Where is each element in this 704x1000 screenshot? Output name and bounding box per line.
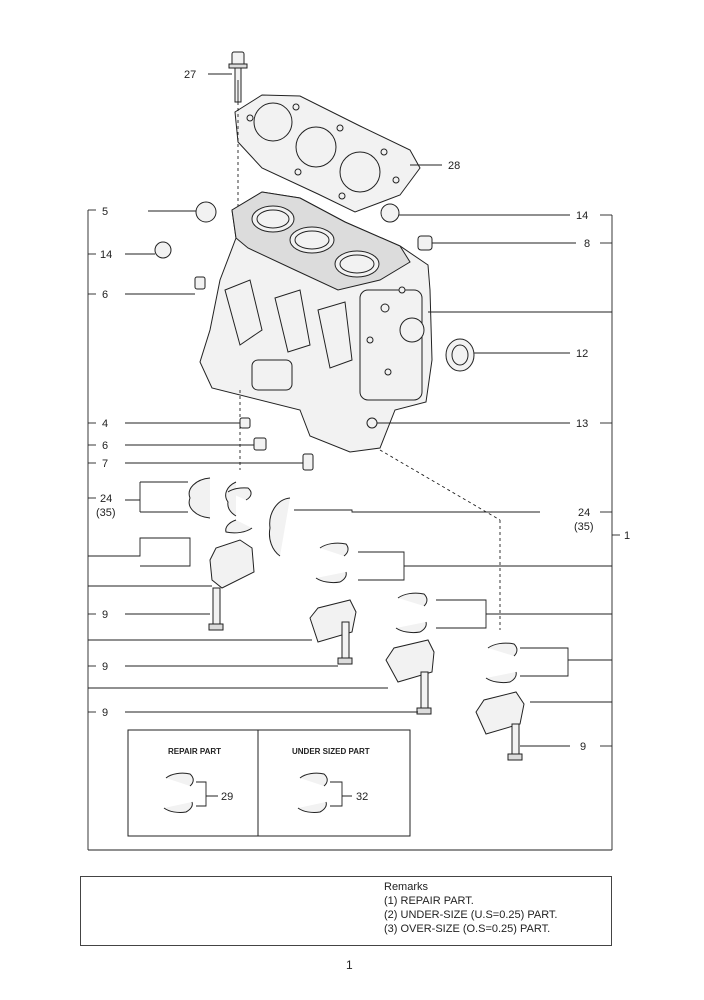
leader-24-left (125, 481, 188, 513)
bearing-shells-4 (485, 642, 518, 684)
callout-24-left: 24 (100, 493, 112, 505)
callout-1: 1 (624, 530, 630, 542)
plug-5 (195, 201, 217, 223)
thrust-washers-right (268, 497, 291, 557)
plug-4 (239, 417, 251, 429)
repair-part-title: REPAIR PART (168, 747, 221, 756)
bearing-shells-1 (225, 487, 253, 534)
thrust-washers-left (188, 477, 237, 519)
callout-28: 28 (448, 160, 460, 172)
callout-7: 7 (102, 458, 108, 470)
callout-14-right: 14 (576, 210, 588, 222)
plug-14-right (380, 203, 400, 223)
remarks-box: Remarks (1) REPAIR PART. (2) UNDER-SIZE … (80, 876, 612, 946)
callout-6-lower: 6 (102, 440, 108, 452)
bushing-12 (445, 338, 475, 372)
main-bearing-cap-4 (475, 691, 525, 761)
callout-9-c: 9 (102, 707, 108, 719)
bracket-29 (196, 781, 218, 807)
callout-35-left: (35) (96, 507, 116, 519)
remarks-title: Remarks (384, 881, 429, 893)
main-bearing-cap-2 (309, 599, 357, 665)
cylinder-block (199, 191, 433, 453)
stud-6-lower (253, 437, 267, 451)
parts-inset-box (127, 729, 411, 837)
bracket-shells-3 (436, 599, 612, 629)
head-bolt (228, 51, 248, 103)
remarks-line: (3) OVER-SIZE (O.S=0.25) PART. (384, 923, 551, 935)
callout-24-right: 24 (578, 507, 590, 519)
callout-9-b: 9 (102, 661, 108, 673)
callout-29: 29 (221, 791, 233, 803)
callout-9-right: 9 (580, 741, 586, 753)
callout-6-upper: 6 (102, 289, 108, 301)
leader-24-right (294, 509, 540, 513)
bracket-32 (330, 781, 352, 807)
guide-lines (237, 102, 501, 630)
head-gasket (234, 94, 421, 213)
bracket-shells-2 (358, 551, 612, 581)
callout-14-left: 14 (100, 249, 112, 261)
callout-8: 8 (584, 238, 590, 250)
callout-32: 32 (356, 791, 368, 803)
stud-6-upper (194, 276, 206, 290)
bracket-shells-4 (520, 647, 612, 677)
callout-9-a: 9 (102, 609, 108, 621)
callout-4: 4 (102, 418, 108, 430)
callout-35-right: (35) (574, 521, 594, 533)
bearing-shells-2 (315, 542, 349, 584)
plug-14-left (154, 241, 172, 259)
plug-13 (366, 417, 378, 429)
bearing-shells-3 (395, 592, 428, 634)
pin-7 (302, 453, 314, 471)
main-bearing-cap-3 (385, 639, 435, 715)
callout-27: 27 (184, 69, 196, 81)
callout-5: 5 (102, 206, 108, 218)
undersized-bearing-shell (297, 772, 328, 813)
undersized-part-title: UNDER SIZED PART (292, 747, 370, 756)
callout-13: 13 (576, 418, 588, 430)
remarks-line: (1) REPAIR PART. (384, 895, 474, 907)
repair-bearing-shell (163, 772, 194, 813)
main-bearing-cap-1 (208, 539, 255, 631)
fitting-8 (417, 235, 433, 251)
callout-12: 12 (576, 348, 588, 360)
bracket-shells-1 (88, 537, 191, 567)
assembly-frame (87, 209, 620, 851)
page-number: 1 (346, 958, 353, 972)
remarks-line: (2) UNDER-SIZE (U.S=0.25) PART. (384, 909, 558, 921)
